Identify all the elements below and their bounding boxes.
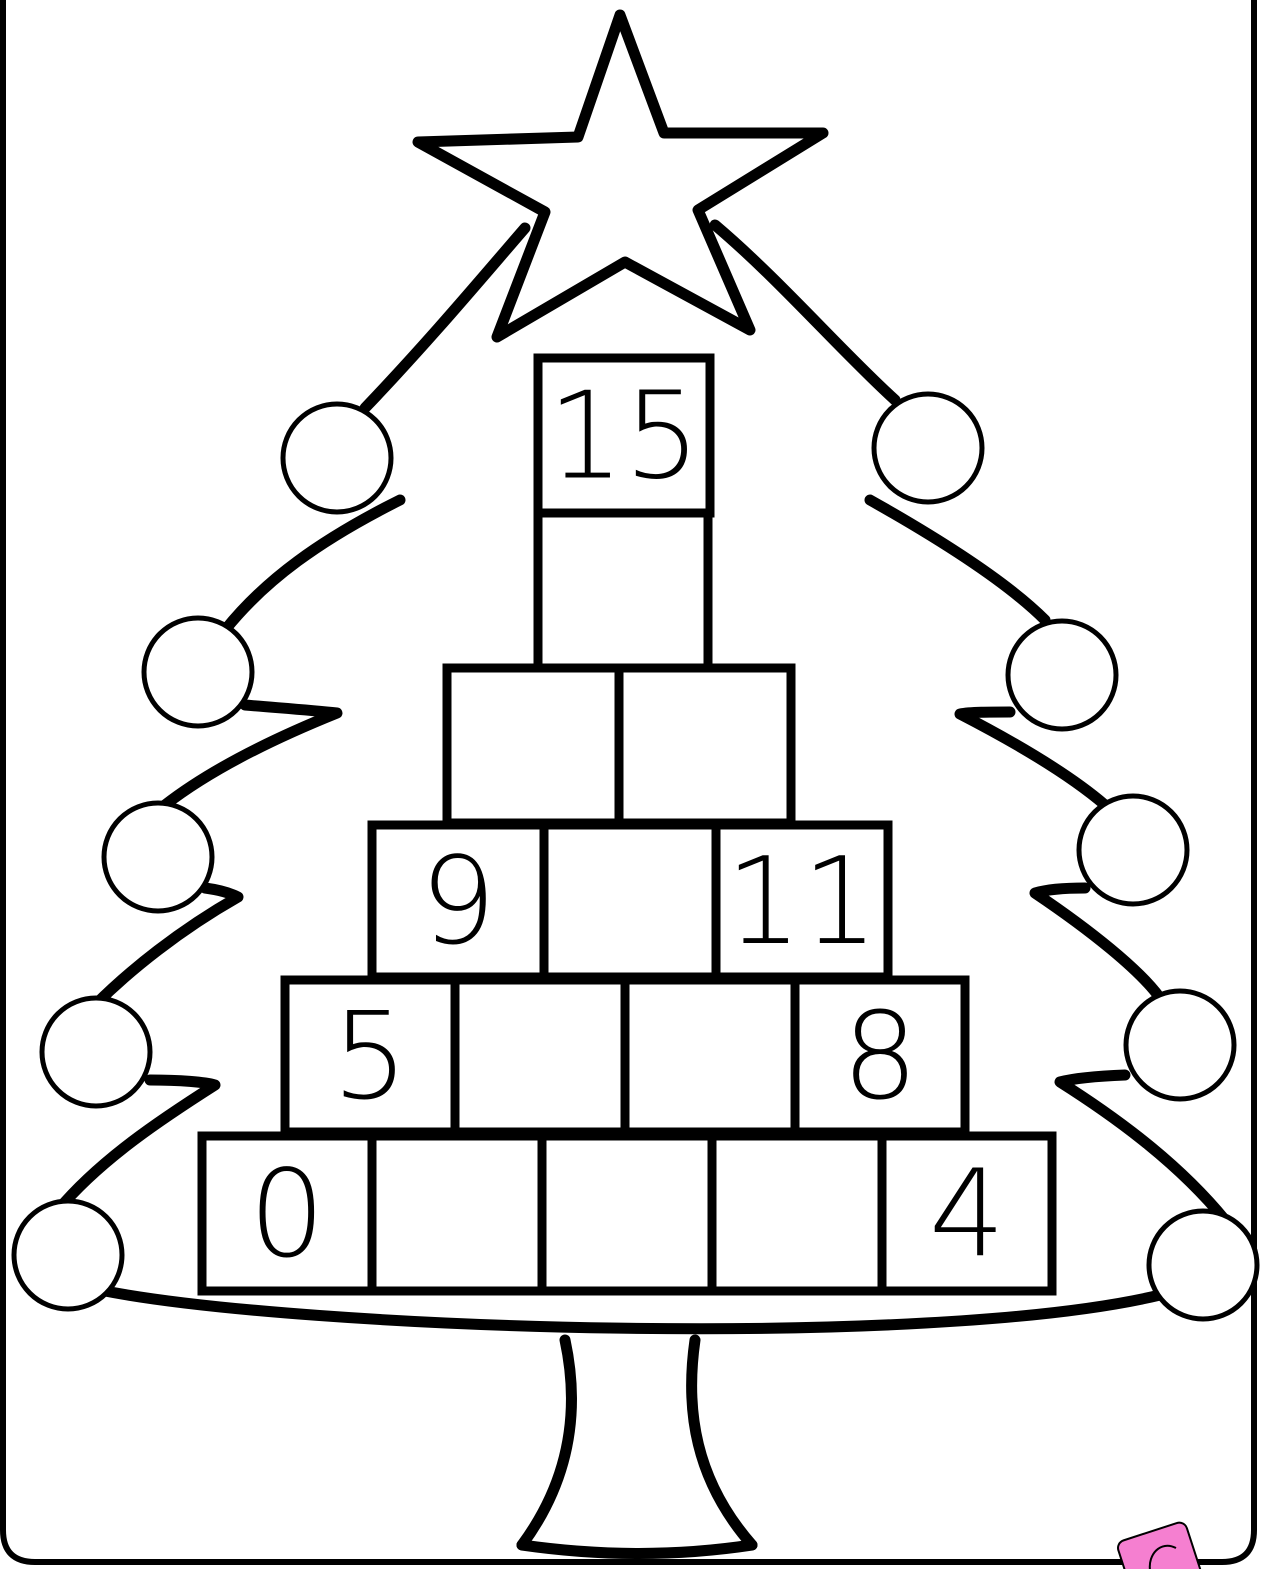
- tree-trunk: [522, 1340, 752, 1554]
- ornament-icon: [42, 998, 150, 1106]
- ornament-icon: [1008, 621, 1116, 729]
- cell-box: [619, 668, 791, 823]
- cell-number: 11: [726, 833, 879, 972]
- cell-number: 5: [332, 988, 408, 1127]
- ornament-icon: [283, 404, 391, 512]
- pyramid-cell[interactable]: 0: [202, 1136, 372, 1291]
- pyramid-cell[interactable]: 4: [882, 1136, 1052, 1291]
- pyramid-cell[interactable]: [455, 980, 625, 1132]
- badge-icon: [1116, 1521, 1206, 1569]
- cell-box: [538, 513, 708, 668]
- cell-box: [625, 980, 795, 1132]
- pyramid-cell[interactable]: [447, 668, 619, 823]
- cell-number: 8: [842, 988, 918, 1127]
- pyramid-cell[interactable]: [372, 1136, 542, 1291]
- cell-number: 15: [548, 368, 701, 507]
- pyramid-cell[interactable]: [538, 513, 708, 668]
- cell-box: [455, 980, 625, 1132]
- pyramid-cell[interactable]: 5: [285, 980, 455, 1132]
- ornament-icon: [14, 1201, 122, 1309]
- ornament-icon: [144, 618, 252, 726]
- pyramid-cell[interactable]: [619, 668, 791, 823]
- pyramid-cell[interactable]: 9: [372, 825, 544, 977]
- pyramid-cell[interactable]: 15: [538, 358, 710, 513]
- ornament-icon: [104, 803, 212, 911]
- pyramid-cell[interactable]: 8: [795, 980, 965, 1132]
- ornament-icon: [1126, 991, 1234, 1099]
- ornament-icon: [1149, 1211, 1257, 1319]
- pyramid-cell[interactable]: [625, 980, 795, 1132]
- cell-box: [447, 668, 619, 823]
- cell-box: [372, 1136, 542, 1291]
- ornament-icon: [1079, 796, 1187, 904]
- cell-box: [712, 1136, 882, 1291]
- pyramid-cell[interactable]: 11: [716, 825, 888, 977]
- cell-box: [544, 825, 716, 977]
- pyramid-cell[interactable]: [542, 1136, 712, 1291]
- cell-box: [542, 1136, 712, 1291]
- pyramid-cell[interactable]: [544, 825, 716, 977]
- cell-number: 4: [929, 1146, 1005, 1285]
- cell-number: 0: [249, 1146, 325, 1285]
- ornament-icon: [874, 394, 982, 502]
- pyramid-cell[interactable]: [712, 1136, 882, 1291]
- cell-number: 9: [420, 833, 496, 972]
